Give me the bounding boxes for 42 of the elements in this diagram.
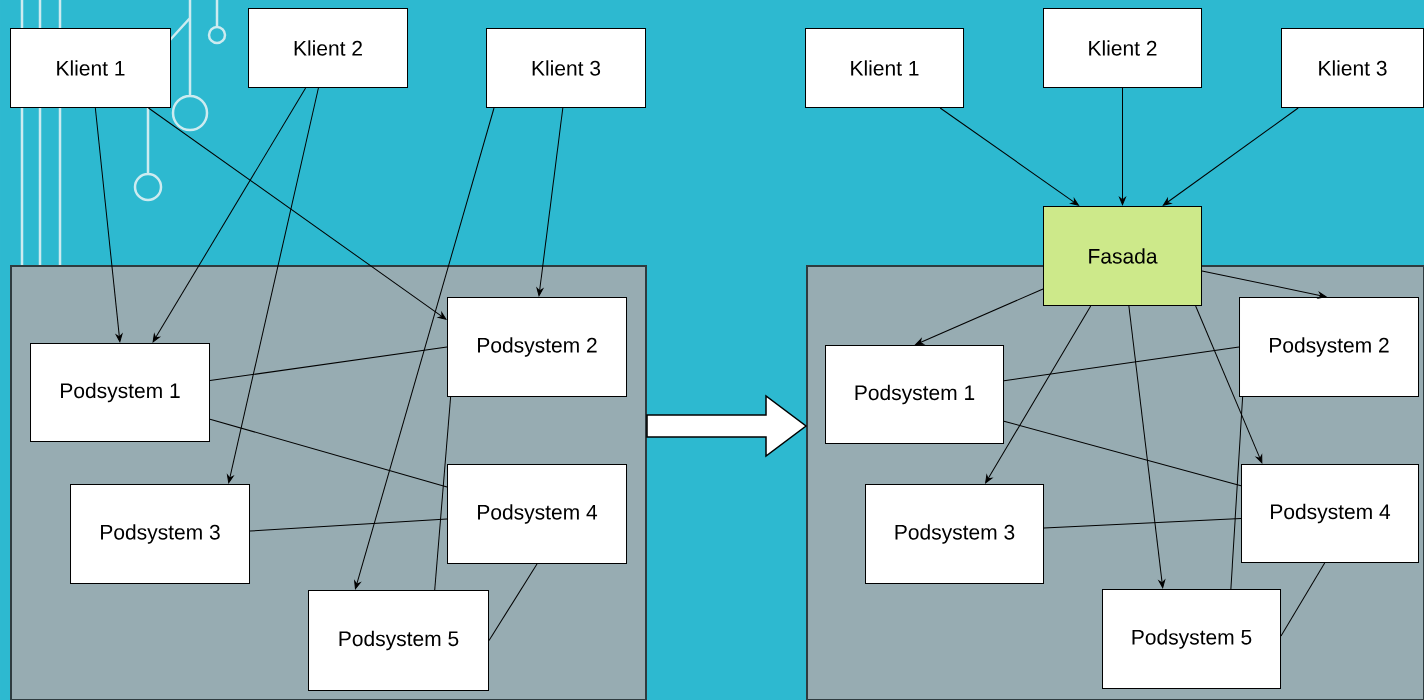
client-box: Klient 3 bbox=[1281, 28, 1424, 108]
arrow bbox=[94, 107, 123, 343]
connector-line bbox=[1230, 396, 1244, 590]
client-box: Klient 1 bbox=[10, 28, 171, 108]
connector-line bbox=[1003, 420, 1242, 487]
client-box: Klient 2 bbox=[1043, 8, 1202, 88]
arrow bbox=[1119, 87, 1126, 206]
connector-line bbox=[1280, 562, 1326, 637]
subsystem-box: Podsystem 4 bbox=[1241, 464, 1419, 563]
client-box: Klient 3 bbox=[486, 28, 646, 108]
arrow bbox=[985, 305, 1092, 484]
subsystem-box: Podsystem 1 bbox=[30, 343, 210, 442]
arrow bbox=[536, 107, 564, 297]
block-arrow bbox=[646, 394, 808, 458]
connector-line bbox=[434, 396, 452, 591]
connector-line bbox=[488, 563, 538, 641]
connector-line bbox=[1003, 346, 1240, 382]
subsystem-box: Podsystem 5 bbox=[1102, 589, 1281, 689]
arrow bbox=[939, 107, 1079, 206]
client-box: Klient 1 bbox=[805, 28, 964, 108]
arrow bbox=[354, 107, 495, 590]
arrow bbox=[915, 288, 1044, 345]
arrow bbox=[1201, 270, 1327, 299]
connector-line bbox=[249, 518, 448, 532]
connector-line bbox=[1043, 517, 1242, 529]
arrow bbox=[1162, 107, 1299, 206]
subsystem-box: Podsystem 5 bbox=[308, 590, 489, 691]
subsystem-box: Podsystem 4 bbox=[447, 464, 627, 564]
subsystem-box: Podsystem 2 bbox=[447, 297, 627, 397]
connector-line bbox=[209, 418, 448, 488]
subsystem-box: Podsystem 3 bbox=[865, 484, 1044, 584]
connector-line bbox=[209, 346, 448, 382]
subsystem-box: Podsystem 1 bbox=[825, 345, 1004, 444]
facade-box: Fasada bbox=[1043, 206, 1202, 306]
subsystem-box: Podsystem 2 bbox=[1239, 297, 1419, 397]
arrow bbox=[227, 87, 319, 484]
arrow bbox=[1195, 305, 1263, 464]
subsystem-box: Podsystem 3 bbox=[70, 484, 250, 584]
arrow bbox=[147, 107, 447, 320]
client-box: Klient 2 bbox=[248, 8, 408, 88]
arrow bbox=[152, 87, 307, 343]
arrow bbox=[1128, 305, 1166, 589]
